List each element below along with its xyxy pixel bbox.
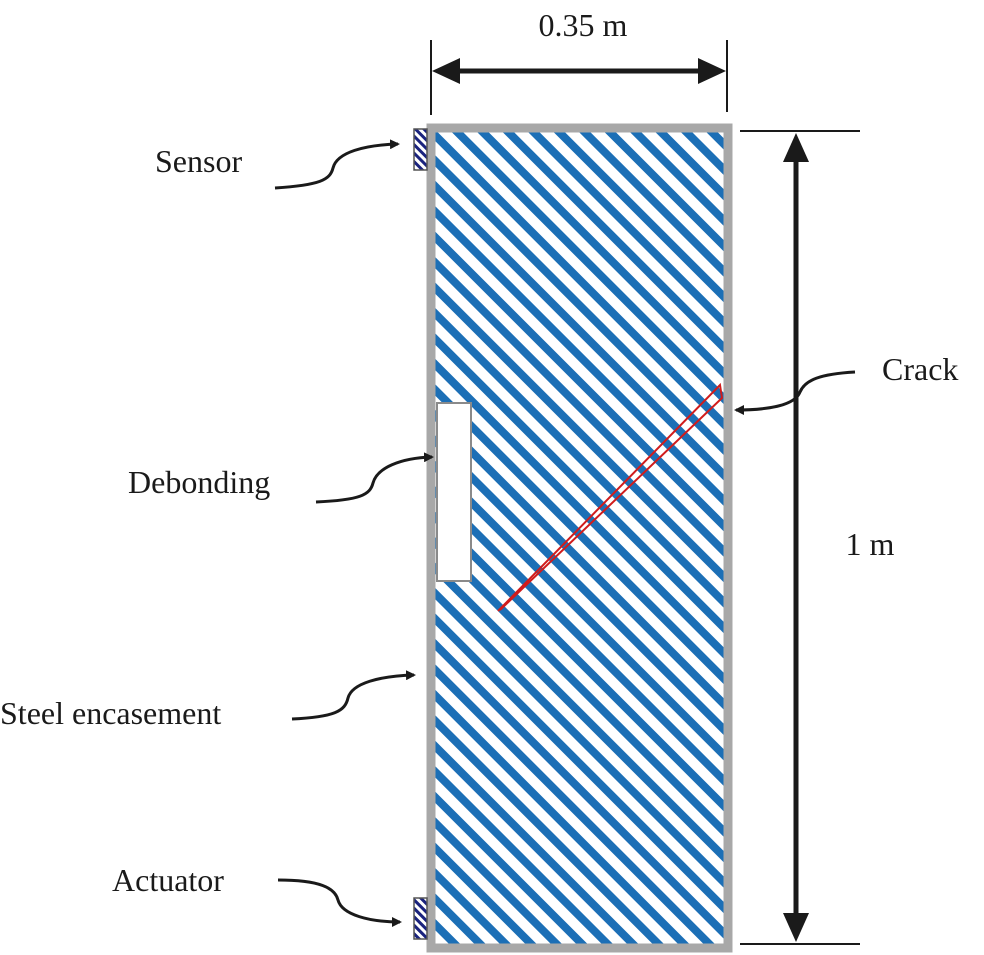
steel-encasement [426, 123, 733, 953]
concrete-core [431, 128, 728, 948]
crack-line [497, 382, 724, 612]
sensor-callout: Sensor [155, 139, 400, 190]
actuator-patch [413, 897, 428, 940]
debonding-callout: Debonding [128, 452, 434, 504]
width-dimension-label: 0.35 m [539, 7, 628, 43]
height-dimension-label: 1 m [846, 526, 895, 562]
actuator-label: Actuator [112, 862, 224, 898]
steel-leader-arrow [291, 670, 416, 721]
sensor-leader-arrow [274, 139, 400, 190]
crack-callout: Crack [734, 351, 958, 415]
sensor-patch [413, 128, 428, 171]
sensor-label: Sensor [155, 143, 242, 179]
column [426, 123, 733, 953]
height-dimension: 1 m [740, 130, 895, 945]
crack-label: Crack [882, 351, 958, 387]
actuator-leader-arrow [277, 878, 402, 927]
debonding-label: Debonding [128, 464, 270, 500]
actuator-callout: Actuator [112, 862, 402, 927]
width-dimension: 0.35 m [430, 7, 728, 115]
crack-leader-arrow [734, 370, 856, 415]
steel-callout: Steel encasement [0, 670, 416, 731]
steel-encasement-label: Steel encasement [0, 695, 221, 731]
debonding-leader-arrow [315, 452, 434, 504]
debonding-region [436, 402, 472, 582]
